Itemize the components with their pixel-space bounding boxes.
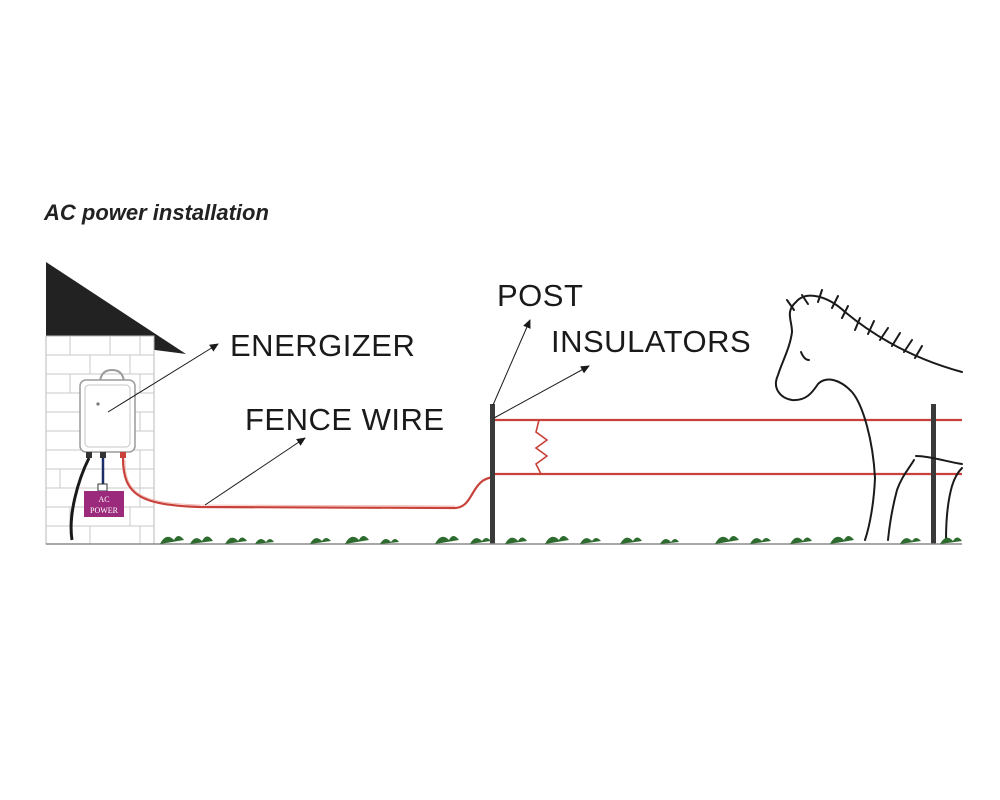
ac-power-badge: AC POWER (84, 491, 124, 517)
callout-arrows (107, 319, 590, 506)
fence-post (931, 404, 936, 544)
fence-post (490, 404, 495, 544)
ac-power-label-line1: AC (98, 495, 109, 504)
fence-posts (490, 404, 936, 544)
horse (774, 289, 963, 541)
energizer-unit (79, 368, 136, 492)
fence-wire-highlight (124, 459, 456, 507)
post-arrow (492, 319, 531, 406)
insulators-label: INSULATORS (551, 324, 752, 359)
fence-wire (121, 418, 962, 510)
fence-wire-arrow (204, 437, 306, 506)
ground-cable (69, 457, 91, 541)
diagram-title: AC power installation (44, 200, 269, 225)
energizer-arrow (107, 343, 219, 413)
post-label: POST (497, 278, 584, 313)
grass (160, 536, 962, 544)
ac-power-label-line2: POWER (90, 506, 119, 515)
energizer-label: ENERGIZER (230, 328, 416, 363)
fence-wire-label: FENCE WIRE (245, 402, 445, 437)
insulators-arrow (493, 365, 590, 419)
insulator-spring (534, 419, 549, 475)
house-roof (46, 262, 186, 354)
